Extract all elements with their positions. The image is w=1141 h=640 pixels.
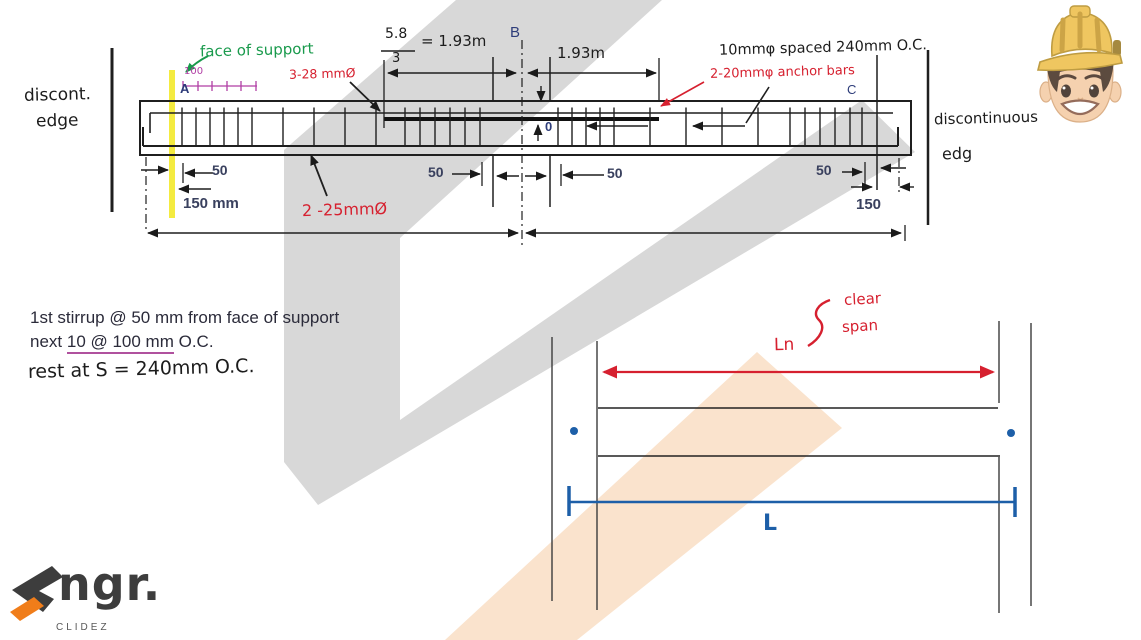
dim-50-right-label: 50	[816, 162, 832, 178]
right-edge-label-line2: edg	[941, 143, 973, 164]
background-watermark	[284, 0, 915, 640]
avatar-eye-left	[1061, 84, 1071, 98]
avatar-eye-glint-left	[1062, 86, 1066, 90]
logo-subtext: CLIDEZ	[56, 622, 110, 633]
fraction-numerator: 5.8	[385, 26, 408, 42]
note-line2-prefix: next	[30, 332, 67, 351]
avatar-hat-ridge-3	[1094, 17, 1102, 53]
zero-label: 0	[545, 119, 553, 134]
dim-50-midleft-label: 50	[428, 164, 444, 180]
note-line2-suffix: O.C.	[173, 332, 214, 351]
dim-50-midright-label: 50	[607, 165, 623, 181]
support-center-dot-right	[1007, 429, 1015, 437]
left-edge-label-line1: discont.	[23, 84, 92, 106]
anchor-bar-leader	[745, 86, 770, 124]
avatar-hat-ridge-1	[1059, 17, 1066, 53]
right-span-dim-label: 1.93m	[557, 44, 606, 62]
note-line2-underlined: 10 @ 100 mm	[66, 332, 174, 354]
face-of-support-green-arrow	[185, 55, 209, 73]
ruler-100-label: 100	[184, 66, 204, 77]
fraction-result: = 1.93m	[421, 32, 487, 50]
stirrup-group-left-span	[181, 107, 481, 146]
top-bar-note: 3-28 mmØ	[288, 65, 356, 82]
beam-elevation-figure	[110, 40, 930, 247]
avatar-eyebrow-left	[1056, 74, 1077, 81]
avatar-eye-glint-right	[1090, 86, 1094, 90]
dim-50-left-label: 50	[212, 162, 228, 178]
fraction-denominator: 3	[392, 51, 401, 66]
watermark-chevron-shape	[284, 0, 915, 505]
watermark-orange-shape	[445, 352, 842, 640]
anchor-note-red-leader	[660, 81, 705, 107]
left-edge-label-line2: edge	[35, 110, 79, 132]
logo-brand-text: ngr.	[58, 557, 162, 611]
bottom-bar-leader	[310, 154, 328, 197]
l-label: L	[763, 511, 778, 536]
logo-mark	[10, 566, 63, 621]
ln-label: Ln	[773, 334, 795, 356]
right-edge-label-line1: discontinuous	[933, 107, 1039, 129]
logo-chevron-orange	[10, 597, 44, 621]
bottom-bar-note: 2 -25mmØ	[301, 198, 388, 221]
avatar-smile	[1060, 99, 1100, 116]
avatar-eyebrow-right	[1084, 74, 1105, 81]
face-of-support-note: face of support	[199, 39, 314, 61]
avatar-hat-brim	[1036, 51, 1123, 72]
clear-span-figure	[551, 298, 1032, 613]
avatar-eye-right	[1089, 84, 1099, 98]
stirrup-note-line2: next 10 @ 100 mm O.C.	[30, 332, 214, 354]
avatar-hat-knob	[1113, 40, 1121, 56]
logo-chevron-dark	[12, 566, 63, 612]
dim-150mm-label: 150 mm	[183, 195, 239, 212]
beam-outline	[139, 100, 912, 156]
stirrup-note-line1: 1st stirrup @ 50 mm from face of support	[30, 308, 340, 327]
fraction-5.8-over-3: 5.8	[382, 27, 410, 43]
support-center-dot-left	[570, 427, 578, 435]
point-a-label: A	[180, 81, 190, 96]
dim-150-label: 150	[856, 196, 882, 213]
ruler-ticks	[182, 81, 257, 91]
top-bar-leader	[349, 81, 381, 112]
point-c-label: C	[847, 82, 857, 97]
clear-label: clear	[843, 289, 882, 309]
spacing-ruler	[182, 81, 257, 91]
span-label: span	[841, 316, 879, 336]
point-b-label: B	[510, 24, 521, 41]
engineer-avatar	[1036, 5, 1123, 123]
clear-span-squiggle	[807, 298, 831, 348]
